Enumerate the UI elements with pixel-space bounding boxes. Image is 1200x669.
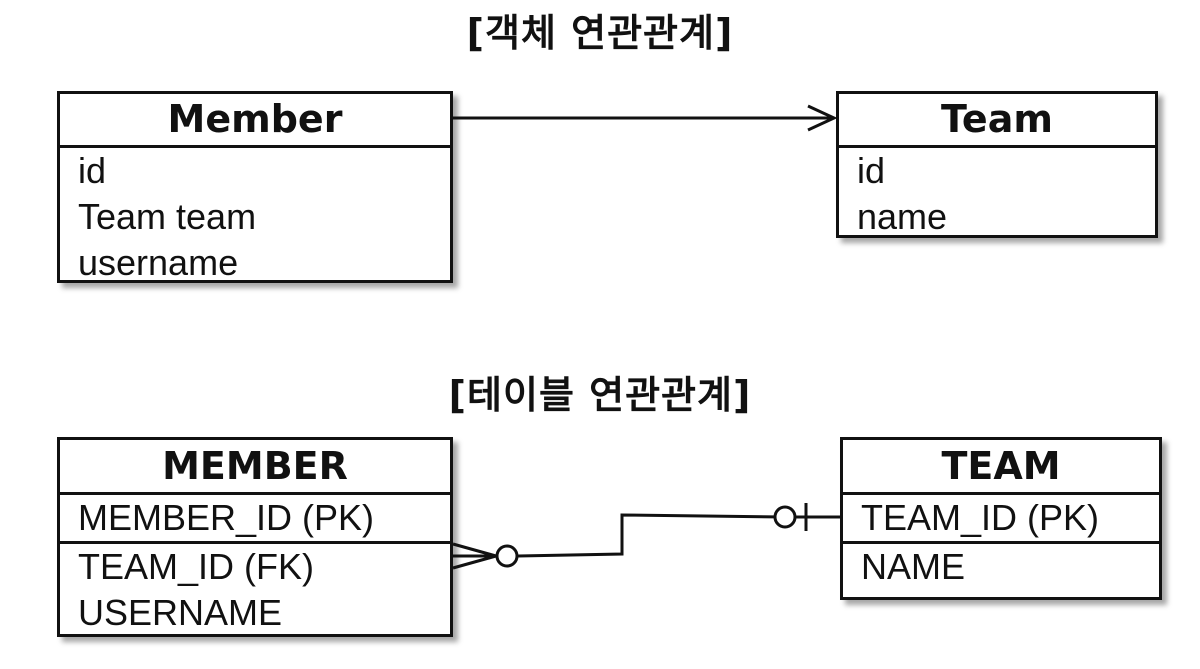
team-table-columns-section: NAME [843, 541, 1159, 590]
member-class-box: Member id Team team username [57, 91, 453, 283]
member-field-username: username [78, 242, 239, 283]
team-table-pk-section: TEAM_ID (PK) [843, 495, 1159, 541]
member-table-columns-section: TEAM_ID (FK) USERNAME [60, 541, 450, 636]
fk-line [517, 513, 785, 558]
team-field-id: id [857, 150, 886, 191]
team-table-name: TEAM [843, 440, 1159, 495]
team-class-name: Team [839, 94, 1155, 148]
object-association-arrow [453, 104, 838, 132]
member-column-team-id: TEAM_ID (FK) [78, 546, 315, 587]
member-table-box: MEMBER MEMBER_ID (PK) TEAM_ID (FK) USERN… [57, 437, 453, 637]
member-class-fields: id Team team username [60, 148, 450, 286]
member-field-id: id [78, 150, 107, 191]
arrowhead-icon [807, 104, 838, 132]
team-column-name: NAME [861, 546, 966, 587]
table-relationship-line [452, 503, 840, 570]
crows-foot-upper [452, 542, 497, 558]
member-field-team: Team team [78, 196, 257, 237]
crows-foot-lower [452, 554, 497, 570]
member-table-name: MEMBER [60, 440, 450, 495]
zero-optional-circle-icon [495, 544, 519, 568]
team-table-box: TEAM TEAM_ID (PK) NAME [840, 437, 1162, 600]
team-class-fields: id name [839, 148, 1155, 240]
member-column-username: USERNAME [78, 592, 283, 633]
team-column-team-id: TEAM_ID (PK) [861, 497, 1100, 538]
member-table-pk-section: MEMBER_ID (PK) [60, 495, 450, 541]
zero-optional-circle-icon [773, 505, 797, 529]
team-class-box: Team id name [836, 91, 1158, 238]
table-relationship-title: [테이블 연관관계] [448, 373, 752, 417]
member-column-member-id: MEMBER_ID (PK) [78, 497, 375, 538]
team-field-name: name [857, 196, 948, 237]
member-class-name: Member [60, 94, 450, 148]
object-relationship-title: [객체 연관관계] [466, 11, 734, 55]
